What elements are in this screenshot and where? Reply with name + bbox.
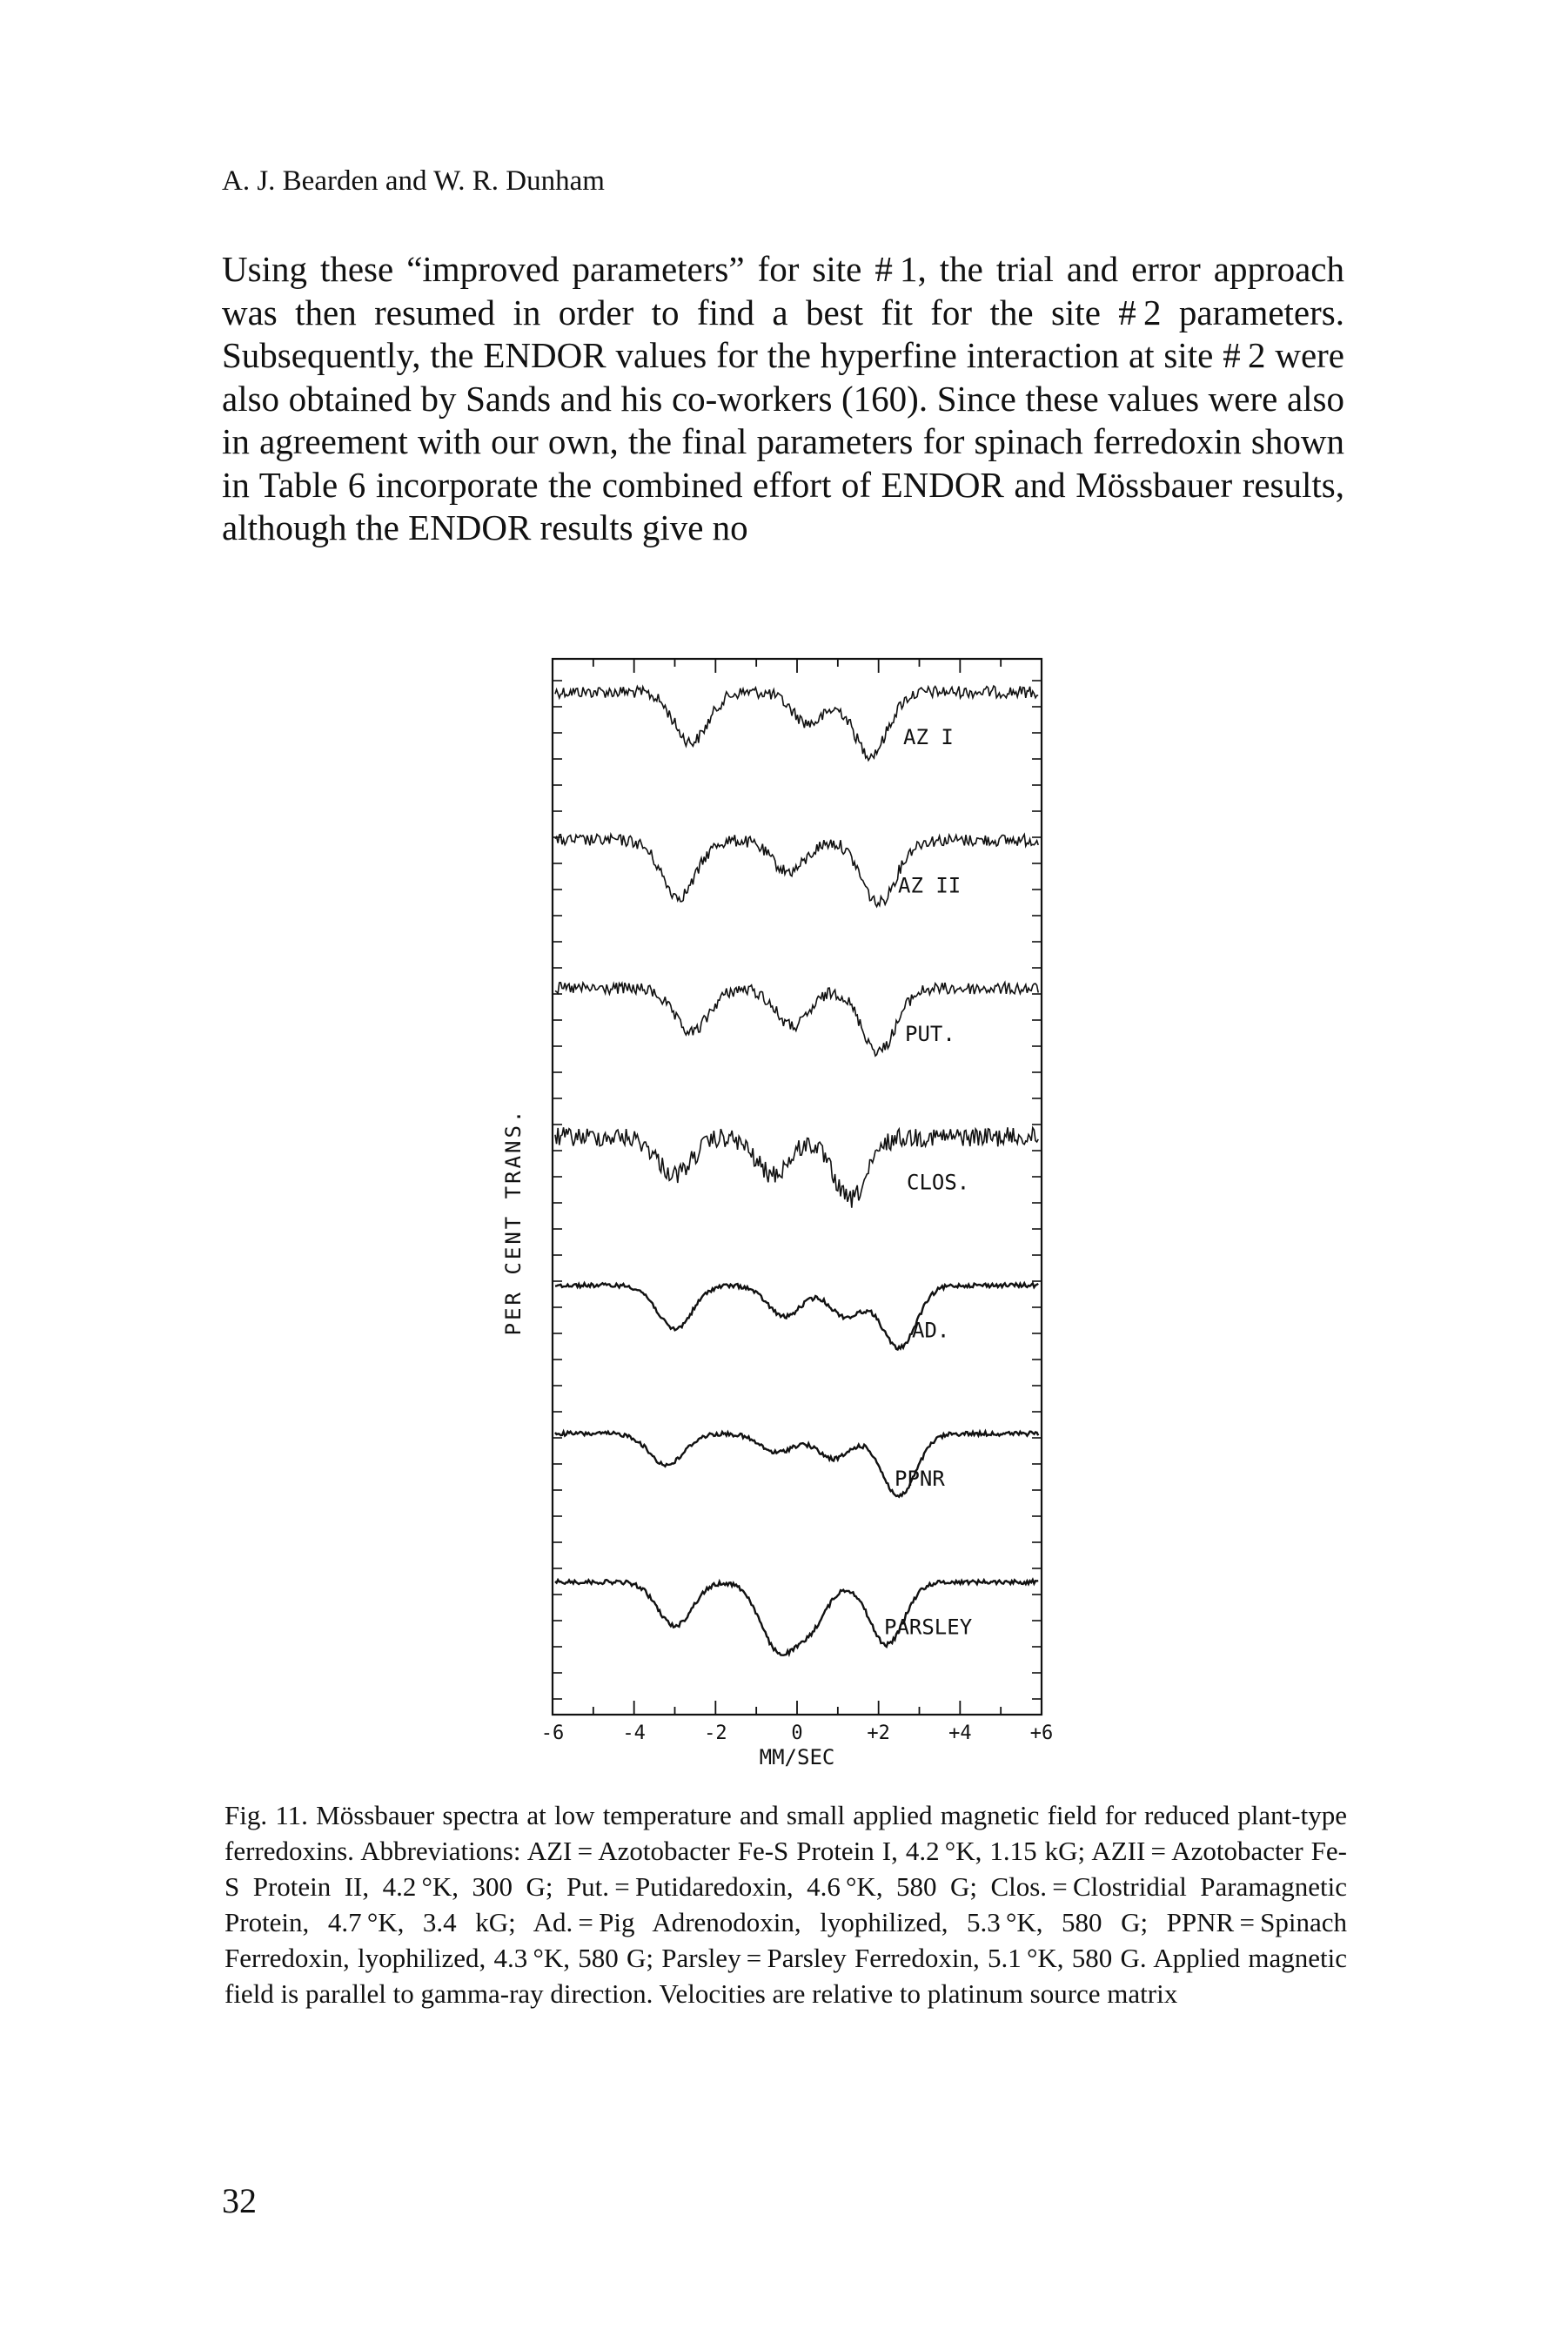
caption-text: Fig. 11. Mössbauer spectra at low temper… bbox=[224, 1800, 1347, 2009]
body-text: Using these “improved parameters” for si… bbox=[222, 248, 1344, 550]
series-label: AZ I bbox=[903, 725, 954, 749]
spectrum-azi bbox=[554, 684, 1039, 762]
page-number: 32 bbox=[222, 2181, 257, 2220]
x-tick-label: +6 bbox=[1030, 1722, 1054, 1744]
spectrum-azii bbox=[554, 831, 1039, 909]
mossbauer-chart: -6 -4 -2 0 +2 +4 +6MM/SEC PER CENT TRANS. AZ I AZ… bbox=[501, 657, 1054, 1769]
series-label: AD. bbox=[912, 1319, 949, 1343]
x-tick-label: 0 bbox=[791, 1722, 802, 1744]
spectrum-ad bbox=[554, 1280, 1039, 1352]
series-label: CLOS. bbox=[907, 1170, 969, 1194]
spectrum-put bbox=[554, 980, 1039, 1058]
series-label: PUT. bbox=[905, 1022, 955, 1046]
series-label: PARSLEY bbox=[884, 1615, 973, 1640]
series-label: PPNR bbox=[895, 1467, 945, 1491]
running-head: A. J. Bearden and W. R. Dunham bbox=[222, 165, 605, 197]
x-tick-label: -6 bbox=[541, 1722, 565, 1744]
body-paragraph: Using these “improved parameters” for si… bbox=[222, 249, 1344, 547]
x-tick-label: +4 bbox=[948, 1722, 972, 1744]
x-tick-label: -4 bbox=[622, 1722, 646, 1744]
spectrum-clos bbox=[554, 1125, 1039, 1208]
series-label: AZ II bbox=[898, 873, 961, 897]
spectrum-ppnr bbox=[554, 1428, 1040, 1499]
y-axis-label: PER CENT TRANS. bbox=[501, 1108, 526, 1336]
x-tick-label: +2 bbox=[867, 1722, 890, 1744]
x-axis-label: MM/SEC bbox=[760, 1745, 835, 1769]
figure-caption: Fig. 11. Mössbauer spectra at low temper… bbox=[224, 1797, 1347, 2011]
spectrum-parsley bbox=[554, 1577, 1039, 1658]
x-tick-label: -2 bbox=[704, 1722, 727, 1744]
